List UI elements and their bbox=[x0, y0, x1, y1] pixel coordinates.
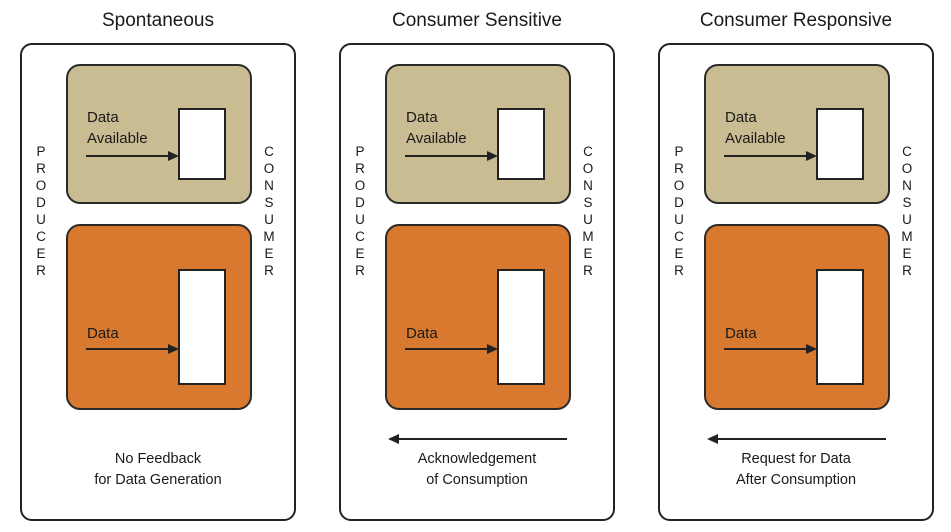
panel-consumer-sensitive: Consumer Sensitive P R O D U C E R C O N… bbox=[339, 0, 615, 532]
data-available-buffer bbox=[178, 108, 226, 180]
data-arrow bbox=[724, 344, 817, 354]
panel-spontaneous: Spontaneous P R O D U C E R C O N S U M … bbox=[20, 0, 296, 532]
data-arrow bbox=[86, 344, 179, 354]
data-buffer bbox=[816, 269, 864, 385]
producer-label: P R O D U C E R bbox=[354, 144, 366, 278]
data-available-arrow bbox=[405, 151, 498, 161]
data-arrow bbox=[405, 344, 498, 354]
data-buffer bbox=[497, 269, 545, 385]
panel-title: Spontaneous bbox=[102, 10, 214, 31]
data-label: Data bbox=[87, 325, 119, 342]
data-available-buffer bbox=[497, 108, 545, 180]
panel-title: Consumer Sensitive bbox=[391, 10, 563, 31]
data-available-arrow bbox=[86, 151, 179, 161]
data-available-buffer bbox=[816, 108, 864, 180]
panel-title: Consumer Responsive bbox=[699, 10, 893, 31]
consumer-label: C O N S U M E R bbox=[263, 144, 275, 278]
consumer-label: C O N S U M E R bbox=[901, 144, 913, 278]
producer-label: P R O D U C E R bbox=[35, 144, 47, 278]
feedback-arrow bbox=[707, 434, 886, 444]
producer-label: P R O D U C E R bbox=[673, 144, 685, 278]
feedback-arrow bbox=[388, 434, 567, 444]
data-label: Data bbox=[406, 325, 438, 342]
panel-consumer-responsive: Consumer Responsive P R O D U C E R C O … bbox=[658, 0, 934, 532]
data-label: Data bbox=[725, 325, 757, 342]
data-buffer bbox=[178, 269, 226, 385]
consumer-label: C O N S U M E R bbox=[582, 144, 594, 278]
data-available-arrow bbox=[724, 151, 817, 161]
